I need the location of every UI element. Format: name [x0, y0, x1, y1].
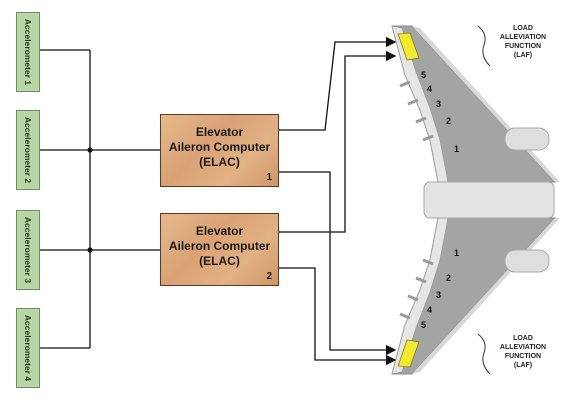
bus-junctions: [87, 147, 93, 253]
accelerometer-1: Accelerometer 1: [16, 12, 40, 92]
spoiler-bottom-2: 2: [446, 273, 452, 283]
accelerometer-2: Accelerometer 2: [16, 110, 40, 190]
spoiler-top-1: 1: [454, 144, 460, 154]
spoiler-bottom-4: 4: [427, 305, 433, 315]
engine-bottom: [504, 249, 550, 273]
laf-label-bottom: LOAD ALLEVIATION FUNCTION (LAF): [499, 335, 547, 369]
elac-1-number: 1: [266, 172, 272, 183]
wiring: [40, 36, 397, 366]
spoiler-bottom-5: 5: [421, 320, 427, 330]
elac-1-name: Elevator Aileron Computer (ELAC): [168, 125, 271, 169]
elac-2-number: 2: [266, 271, 272, 282]
accelerometer-4: Accelerometer 4: [16, 308, 40, 388]
elac-1-box: Elevator Aileron Computer (ELAC) 1: [160, 114, 279, 187]
aileron-top: [397, 32, 420, 61]
spoiler-top-2: 2: [446, 116, 452, 126]
spoiler-top-3: 3: [436, 99, 442, 109]
accelerometer-4-label: Accelerometer 4: [23, 314, 33, 382]
spoiler-bottom-3: 3: [436, 290, 442, 300]
accelerometer-2-label: Accelerometer 2: [23, 116, 33, 184]
spoiler-top-4: 4: [427, 84, 433, 94]
spoiler-bottom-1: 1: [454, 248, 460, 258]
accelerometer-1-label: Accelerometer 1: [23, 18, 33, 86]
accelerometer-3-label: Accelerometer 3: [23, 216, 33, 284]
elac-2-box: Elevator Aileron Computer (ELAC) 2: [160, 213, 279, 286]
elac-2-name: Elevator Aileron Computer (ELAC): [168, 224, 271, 268]
fuselage: [423, 181, 555, 219]
aileron-bottom: [397, 339, 420, 368]
laf-label-top: LOAD ALLEVIATION FUNCTION (LAF): [499, 25, 547, 59]
engine-top: [504, 127, 550, 151]
aircraft-drawing: [391, 25, 560, 375]
accelerometer-3: Accelerometer 3: [16, 210, 40, 290]
spoiler-top-5: 5: [421, 70, 427, 80]
